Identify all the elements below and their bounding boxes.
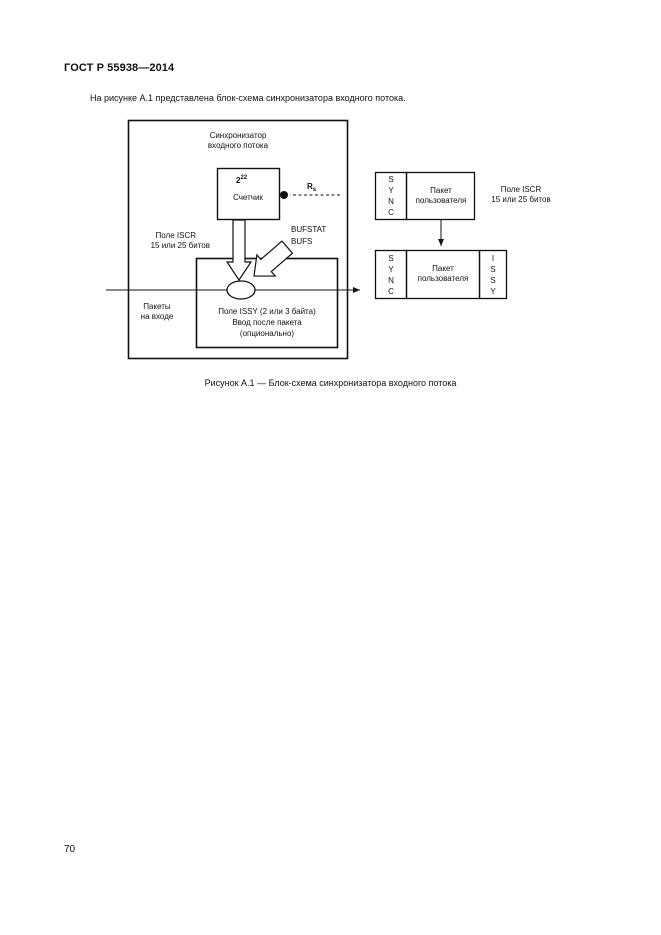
issy-cell-i: I [492,254,494,263]
page-number: 70 [64,844,76,855]
sync-bottom-y: Y [388,265,394,274]
rs-label-main: R [307,182,313,191]
bufstat-label: BUFSTAT [291,225,326,234]
packets-label-line1: Пакеты [143,302,171,311]
synchronizer-frame [127,119,349,360]
document-header: ГОСТ Р 55938—2014 [64,62,175,74]
figure-caption: Рисунок А.1 — Блок-схема синхронизатора … [204,378,457,388]
sync-bottom-s: S [388,254,393,263]
block-diagram: Синхронизатор входного потока 222 Счетчи… [106,119,551,360]
synchronizer-title-line1: Синхронизатор [210,131,267,140]
bufs-label: BUFS [291,237,312,246]
counter-label: Счетчик [233,193,263,202]
iscr-hollow-arrow [225,219,253,282]
issy-line1: Поле ISSY (2 или 3 байта) [218,307,316,316]
packet-bottom-issy-cell [478,249,508,300]
iscr-right-line2: 15 или 25 битов [491,195,550,204]
issy-cell-s1: S [490,265,495,274]
issy-cell-y: Y [490,287,496,296]
sync-top-s: S [388,175,393,184]
counter-box [216,167,281,221]
iscr-right-line1: Поле ISCR [501,185,542,194]
issy-line3: (опционально) [240,329,295,338]
bufstat-hollow-arrow [253,240,294,277]
packet-bottom-line2: пользователя [418,274,469,283]
rs-label-sub: s [313,187,317,193]
packet-top-line2: пользователя [416,196,467,205]
packets-label-line2: на входе [141,312,174,321]
packet-top-user-cell [405,171,476,221]
rs-input-dot [280,191,288,199]
counter-power-exp: 22 [240,175,247,181]
packet-top-line1: Пакет [430,186,452,195]
intro-paragraph: На рисунке А.1 представлена блок-схема с… [90,93,406,103]
insertion-ellipse [226,280,256,300]
rs-label: Rs [307,182,317,193]
sync-bottom-c: C [388,287,394,296]
sync-bottom-n: N [388,276,394,285]
packet-bottom-line1: Пакет [432,264,454,273]
iscr-left-line1: Поле ISCR [156,231,197,240]
iscr-left-line2: 15 или 25 битов [151,241,210,250]
counter-power-base: 2 [236,176,241,185]
issy-line2: Ввод после пакета [232,318,302,327]
synchronizer-title-line2: входного потока [208,141,269,150]
issy-cell-s2: S [490,276,495,285]
sync-top-c: C [388,208,394,217]
counter-power: 222 [236,175,248,185]
sync-top-y: Y [388,186,394,195]
sync-top-n: N [388,197,394,206]
